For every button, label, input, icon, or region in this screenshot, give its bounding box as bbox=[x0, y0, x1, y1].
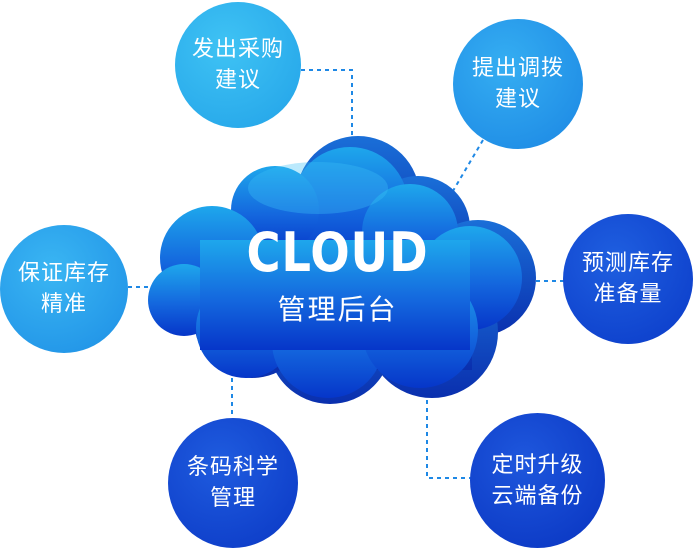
node-forecast-label: 预测库存 准备量 bbox=[563, 248, 693, 310]
cloud-subtitle: 管理后台 bbox=[277, 293, 398, 326]
cloud-shape bbox=[148, 147, 522, 398]
node-barcode-line1: 条码科学 bbox=[186, 455, 279, 480]
node-transfer-label: 提出调拨 建议 bbox=[453, 53, 583, 115]
node-barcode-management: 条码科学 管理 bbox=[168, 418, 298, 548]
node-barcode-label: 条码科学 管理 bbox=[168, 452, 298, 514]
node-backup-label: 定时升级 云端备份 bbox=[470, 450, 605, 512]
node-purchase-line1: 发出采购 bbox=[191, 37, 284, 62]
connector-backup bbox=[426, 392, 472, 479]
node-purchase-suggestion: 发出采购 建议 bbox=[175, 2, 301, 128]
node-backup-line2: 云端备份 bbox=[491, 483, 584, 509]
node-transfer-suggestion: 提出调拨 建议 bbox=[453, 19, 583, 149]
node-stock-accuracy-line2: 精准 bbox=[40, 292, 87, 317]
cloud-highlight bbox=[248, 162, 388, 214]
connector-purchase bbox=[301, 69, 353, 142]
node-stock-accuracy: 保证库存 精准 bbox=[0, 225, 128, 353]
node-purchase-line2: 建议 bbox=[214, 68, 261, 93]
node-stock-accuracy-label: 保证库存 精准 bbox=[0, 258, 128, 320]
node-transfer-line1: 提出调拨 bbox=[471, 56, 564, 81]
node-transfer-line2: 建议 bbox=[494, 87, 541, 112]
cloud-title: CLOUD bbox=[246, 221, 429, 284]
node-forecast-line1: 预测库存 bbox=[581, 251, 674, 276]
node-cloud-backup: 定时升级 云端备份 bbox=[470, 413, 605, 548]
node-backup-line1: 定时升级 bbox=[491, 452, 584, 478]
connector-transfer bbox=[449, 139, 484, 197]
node-forecast-line2: 准备量 bbox=[593, 282, 663, 307]
node-stock-accuracy-line1: 保证库存 bbox=[17, 261, 110, 286]
node-forecast: 预测库存 准备量 bbox=[563, 214, 693, 344]
node-purchase-label: 发出采购 建议 bbox=[175, 34, 301, 96]
node-barcode-line2: 管理 bbox=[209, 486, 256, 511]
